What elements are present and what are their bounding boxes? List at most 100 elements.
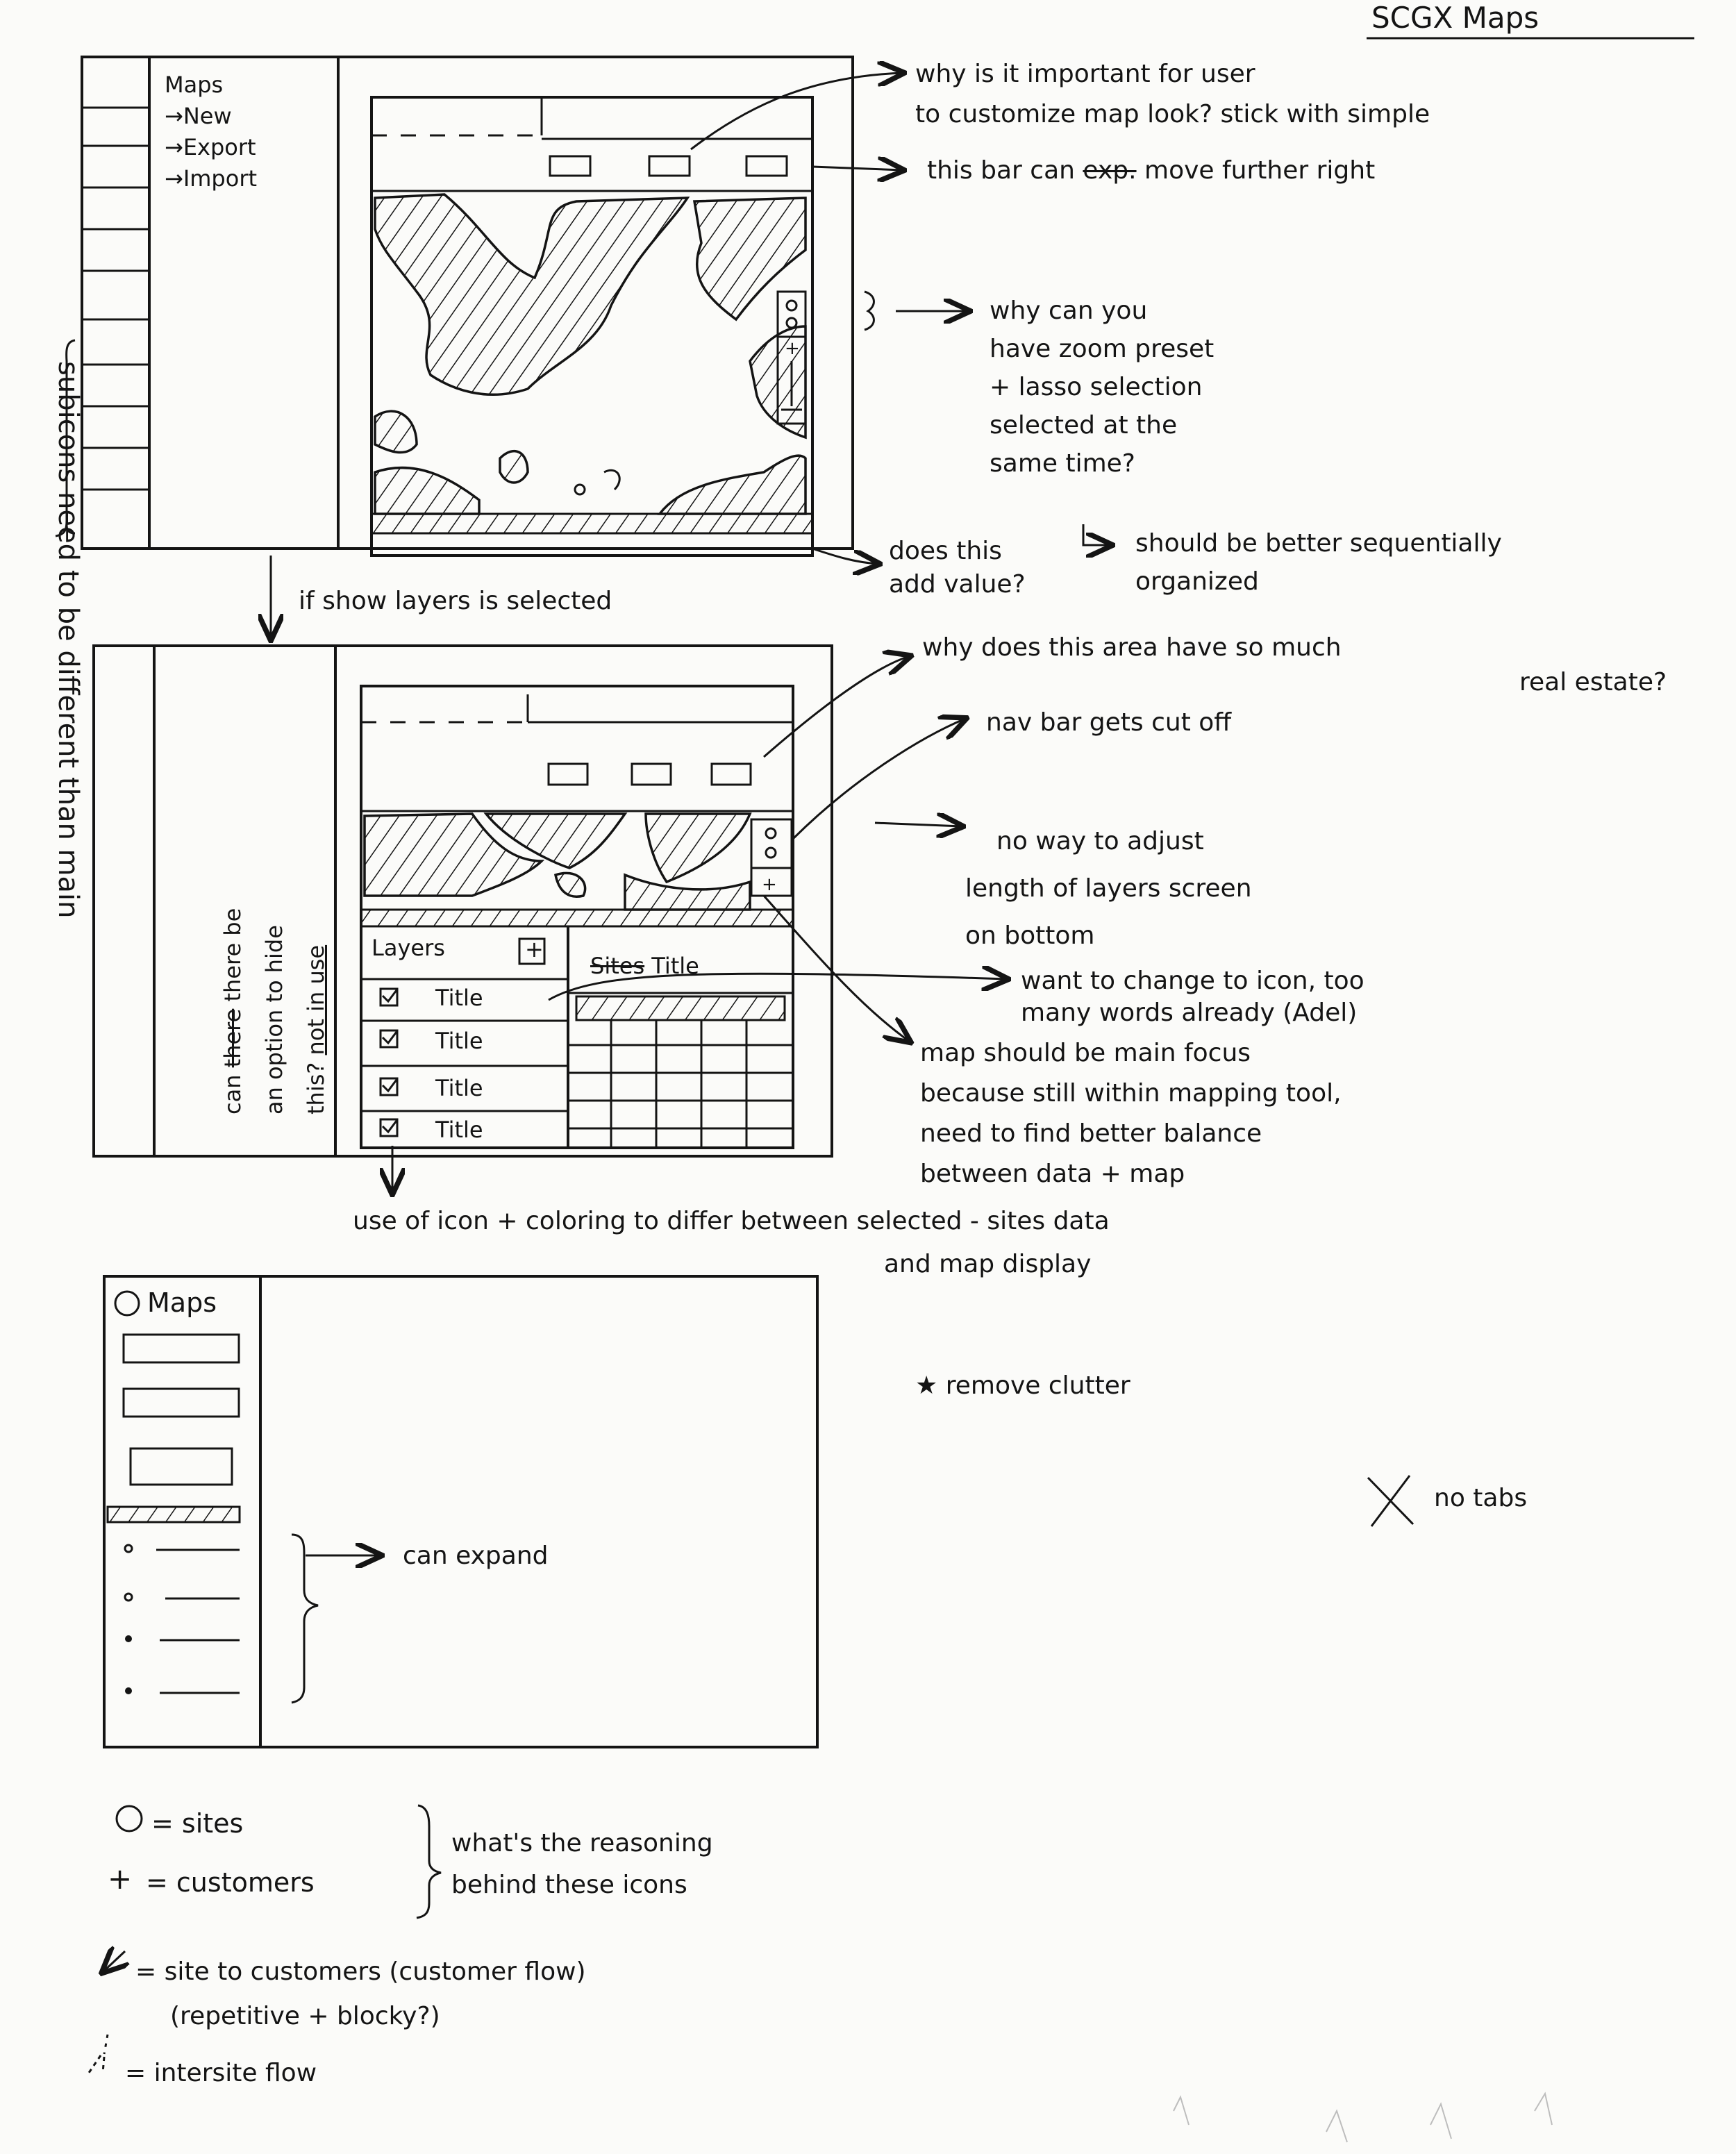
sketch-1-wireframe: + <box>81 56 854 557</box>
sketch-2-wireframe: + <box>92 644 833 1158</box>
annotation-nav-cut: nav bar gets cut off <box>986 708 1232 737</box>
toolbar-button <box>710 762 752 786</box>
subicons-bracket <box>55 339 76 537</box>
annotation-line: selected at the <box>990 411 1178 440</box>
svg-text:+: + <box>762 874 777 895</box>
annotation-line: real estate? <box>1519 668 1667 696</box>
expandable-list <box>124 1544 240 1694</box>
star-icon: ★ <box>915 1371 938 1400</box>
annotation-line: what's the reasoning <box>451 1829 713 1857</box>
annotation-struck: exp. <box>1083 156 1137 185</box>
annotation-part: this bar can <box>927 156 1075 185</box>
annotation-sequential: should be better sequentially organized <box>1135 529 1502 596</box>
customers-plus-icon: + <box>108 1862 133 1896</box>
layer-title: Title <box>435 1117 483 1143</box>
legend-intersite-flow: = intersite flow <box>125 2059 317 2087</box>
sidebar-button <box>122 1333 240 1364</box>
menu-item-export: →Export <box>165 134 256 160</box>
note-part: an option to hide <box>261 925 287 1114</box>
annotation-part: move further right <box>1144 156 1376 185</box>
land-mass <box>374 193 690 396</box>
annotation-line: no way to adjust <box>996 827 1204 855</box>
annotation-line: why does this area have so much <box>922 633 1342 662</box>
annotation-line: use of icon + coloring to differ between… <box>353 1207 1110 1235</box>
annotation-line: does this <box>889 537 1002 565</box>
legend-customers: = customers <box>146 1867 315 1898</box>
annotation-line: have zoom preset <box>990 335 1215 363</box>
annotation-line: = site to customers (customer flow) <box>135 1957 586 1986</box>
toolbar-button <box>549 155 592 177</box>
annotation-zoom-lasso: why can you have zoom preset + lasso sel… <box>990 292 1214 483</box>
annotation-line: same time? <box>990 449 1135 478</box>
annotation-real-estate: why does this area have so much real est… <box>922 631 1667 700</box>
sites-table <box>568 992 793 1148</box>
timeline-bar <box>360 908 794 928</box>
sketch1-icon-rows <box>82 106 149 491</box>
sketch3-maps-header: Maps <box>147 1287 217 1318</box>
intersite-flow-icon <box>87 2055 106 2073</box>
table-header: Sites Title <box>590 950 699 982</box>
layers-label: Layers <box>372 935 445 961</box>
annotation-line: to customize map look? stick with simple <box>915 100 1430 128</box>
sketch1-window <box>81 56 854 550</box>
toolbar-button <box>648 155 691 177</box>
annotation-change-icon: want to change to icon, too many words a… <box>1021 965 1364 1029</box>
annotation-line: need to find better balance <box>920 1119 1262 1148</box>
sketch2-window <box>92 644 833 1158</box>
sidebar-button <box>129 1447 233 1486</box>
sketch3-window <box>103 1275 819 1748</box>
note-part: can <box>219 1074 246 1114</box>
annotation-customize: why is it important for user to customiz… <box>915 54 1430 135</box>
legend-reasoning: what's the reasoning behind these icons <box>451 1823 713 1906</box>
annotation-show-layers: if show layers is selected <box>299 587 612 615</box>
svg-text:+: + <box>785 338 800 359</box>
note-part: this? <box>303 1062 329 1114</box>
annotation-subicons: subicons need to be different than main <box>52 361 84 919</box>
legend-bracket <box>416 1804 442 1919</box>
note-underlined: not in use <box>303 944 329 1055</box>
sites-legend-icon <box>115 1805 143 1832</box>
menu-item-import: →Import <box>165 165 258 192</box>
annotation-text: remove clutter <box>945 1371 1130 1400</box>
annotation-line: on bottom <box>965 921 1095 950</box>
zoom-control <box>776 290 807 425</box>
layer-checkboxes <box>379 987 399 1137</box>
annotation-line: length of layers screen <box>965 874 1252 903</box>
sketch-3-wireframe <box>103 1275 819 1748</box>
annotation-can-expand: can expand <box>403 1542 549 1570</box>
annotation-remove-clutter: ★ remove clutter <box>915 1368 1130 1404</box>
annotation-line: add value? <box>889 570 1026 599</box>
table-header-title: Title <box>651 953 699 979</box>
timeline-bar <box>370 512 814 535</box>
annotation-line: want to change to icon, too <box>1021 967 1364 995</box>
sketch2-side-note: can there there be an option to hide thi… <box>212 908 337 1114</box>
annotation-line: why is it important for user <box>915 60 1255 88</box>
annotation-main-focus: map should be main focus because still w… <box>920 1033 1342 1194</box>
table-header-struck: Sites <box>590 953 645 979</box>
sketch1-map-panel <box>370 96 814 557</box>
sketch1-menu: Maps →New →Export →Import <box>165 69 257 194</box>
menu-title: Maps <box>165 72 224 98</box>
annotation-line: why can you <box>990 297 1148 325</box>
note-part: there be <box>219 908 246 1002</box>
annotation-line: behind these icons <box>451 1871 687 1899</box>
legend-sites: = sites <box>151 1808 244 1839</box>
sites-circle-icon <box>114 1290 140 1317</box>
page-title: SCGX Maps <box>1371 1 1539 35</box>
layer-title: Title <box>435 985 483 1011</box>
sidebar-button <box>122 1387 240 1418</box>
annotation-line: between data + map <box>920 1160 1185 1188</box>
add-layer-glyph: + <box>525 936 544 962</box>
expand-bracket <box>291 1533 319 1704</box>
layer-title: Title <box>435 1028 483 1054</box>
legend-customer-flow: = site to customers (customer flow) (rep… <box>135 1950 586 2039</box>
annotation-line: because still within mapping tool, <box>920 1079 1342 1108</box>
annotation-line: and map display <box>884 1250 1092 1278</box>
note-struck: there <box>219 1008 246 1068</box>
layer-title: Title <box>435 1075 483 1101</box>
annotation-line: + lasso selection <box>990 373 1203 401</box>
annotation-line: map should be main focus <box>920 1039 1251 1067</box>
annotation-bar-right: this bar can exp. move further right <box>927 153 1375 189</box>
annotation-line: (repetitive + blocky?) <box>170 2002 440 2030</box>
